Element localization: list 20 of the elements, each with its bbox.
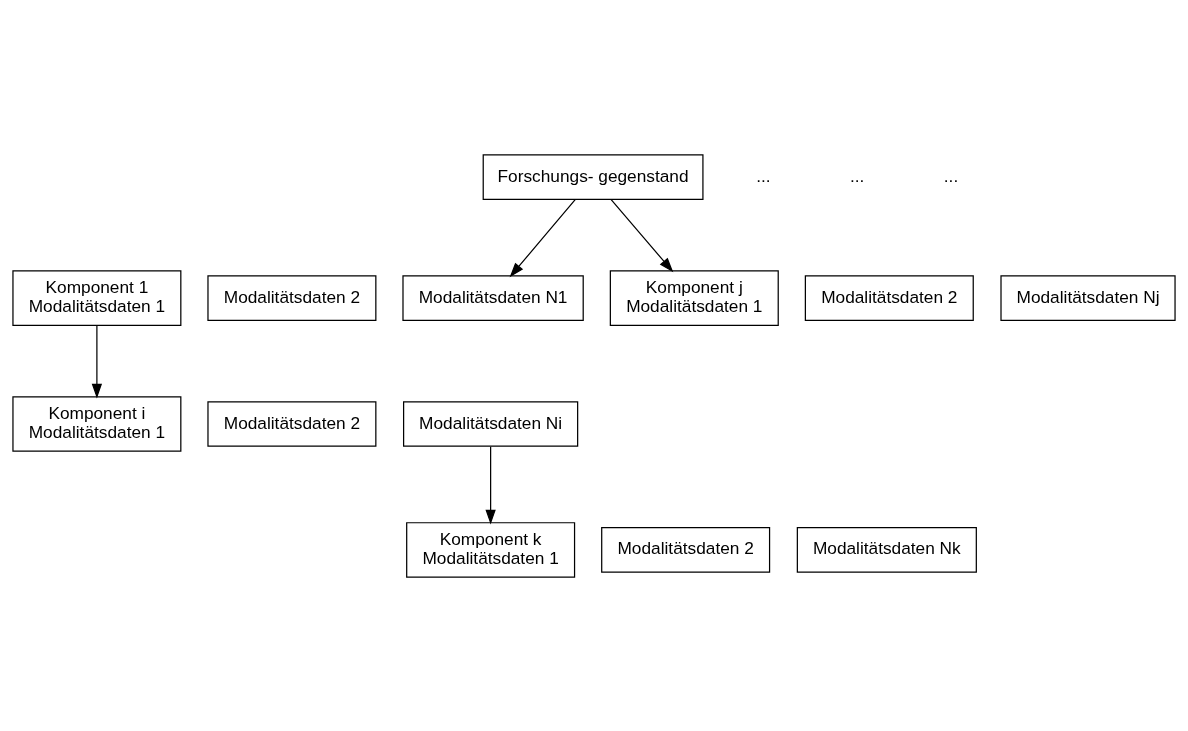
arrow bbox=[509, 198, 576, 277]
node-box: Modalitätsdaten 2 bbox=[207, 400, 377, 447]
node-box: Modalitätsdaten Nk bbox=[796, 526, 977, 573]
node-box: Komponent 1 Modalitätsdaten 1 bbox=[12, 269, 182, 326]
node-box: Modalitätsdaten N1 bbox=[402, 274, 584, 321]
node-box: Modalitätsdaten 2 bbox=[601, 526, 771, 573]
node-box: Modalitätsdaten 2 bbox=[207, 274, 377, 321]
node-box: Forschungs- gegenstand bbox=[482, 153, 704, 200]
label: ... bbox=[756, 165, 771, 186]
arrow bbox=[610, 198, 674, 272]
label: ... bbox=[850, 165, 865, 186]
node-box: Modalitätsdaten 2 bbox=[804, 274, 974, 321]
node-box: Komponent k Modalitätsdaten 1 bbox=[406, 521, 576, 578]
arrow bbox=[485, 445, 496, 525]
node-box: Komponent j Modalitätsdaten 1 bbox=[609, 269, 779, 326]
label: ... bbox=[943, 165, 959, 186]
node-box: Modalitätsdaten Nj bbox=[1000, 274, 1176, 321]
node-box: Komponent i Modalitätsdaten 1 bbox=[12, 395, 182, 452]
arrow bbox=[91, 324, 103, 398]
node-box: Modalitätsdaten Ni bbox=[403, 400, 579, 447]
